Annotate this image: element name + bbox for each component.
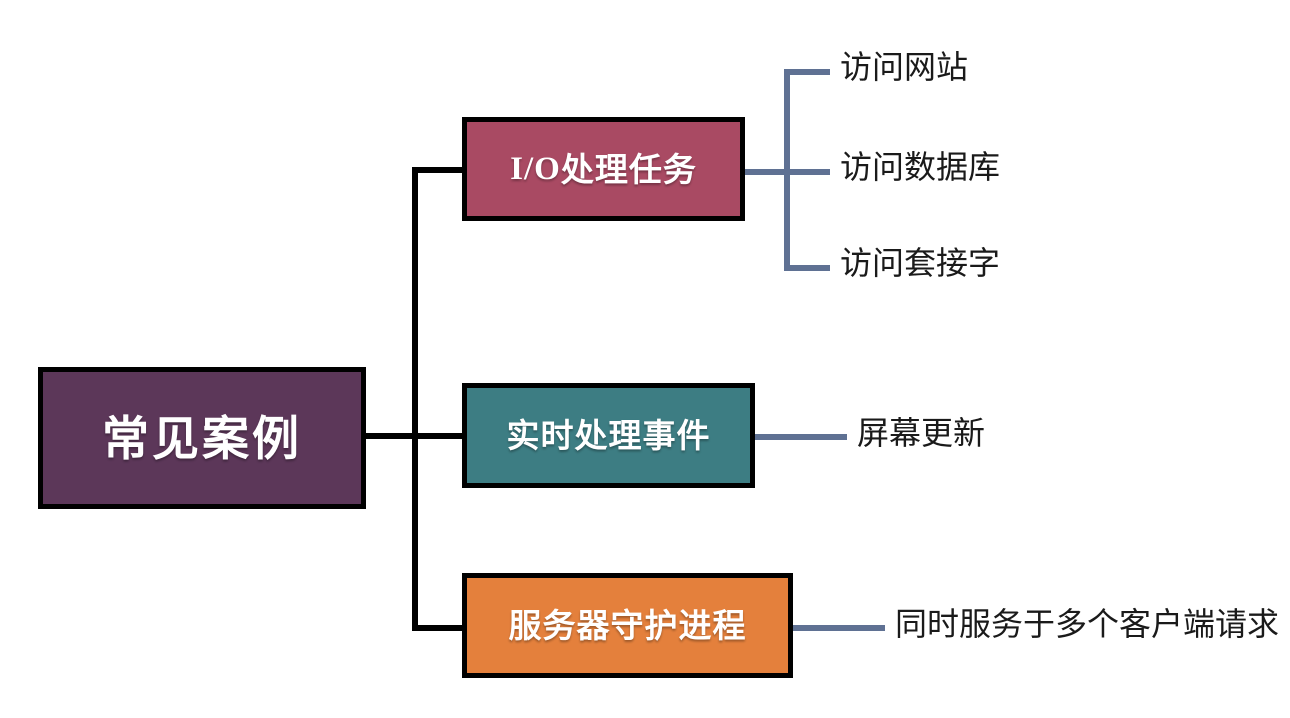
node-root[interactable]: 常见案例 xyxy=(38,367,366,509)
connector-io-stem xyxy=(745,169,790,175)
node-server-daemon[interactable]: 服务器守护进程 xyxy=(462,573,793,678)
connector-stub-realtime xyxy=(412,433,464,439)
leaf-visit-socket[interactable]: 访问套接字 xyxy=(840,245,1001,281)
node-root-label: 常见案例 xyxy=(102,411,302,465)
leaf-screen-update[interactable]: 屏幕更新 xyxy=(857,415,986,451)
node-realtime-label: 实时处理事件 xyxy=(506,417,711,454)
connector-realtime-stem xyxy=(755,434,847,440)
leaf-visit-website[interactable]: 访问网站 xyxy=(840,49,969,85)
connector-stub-io xyxy=(412,167,464,173)
node-realtime-events[interactable]: 实时处理事件 xyxy=(462,383,755,488)
connector-daemon-stem xyxy=(793,625,885,631)
connector-arm-website xyxy=(784,69,830,75)
connector-trunk-vertical xyxy=(412,167,418,631)
connector-stub-daemon xyxy=(412,625,464,631)
connector-arm-socket xyxy=(784,265,830,271)
connector-arm-database xyxy=(784,169,830,175)
leaf-multiple-client-requests[interactable]: 同时服务于多个客户端请求 xyxy=(895,606,1280,642)
node-daemon-label: 服务器守护进程 xyxy=(508,607,747,644)
leaf-visit-database[interactable]: 访问数据库 xyxy=(840,149,1001,185)
connector-root-stub xyxy=(366,433,416,439)
node-io-label-suffix: 处理任务 xyxy=(560,150,697,188)
node-io-label-prefix: I/O xyxy=(510,150,561,187)
